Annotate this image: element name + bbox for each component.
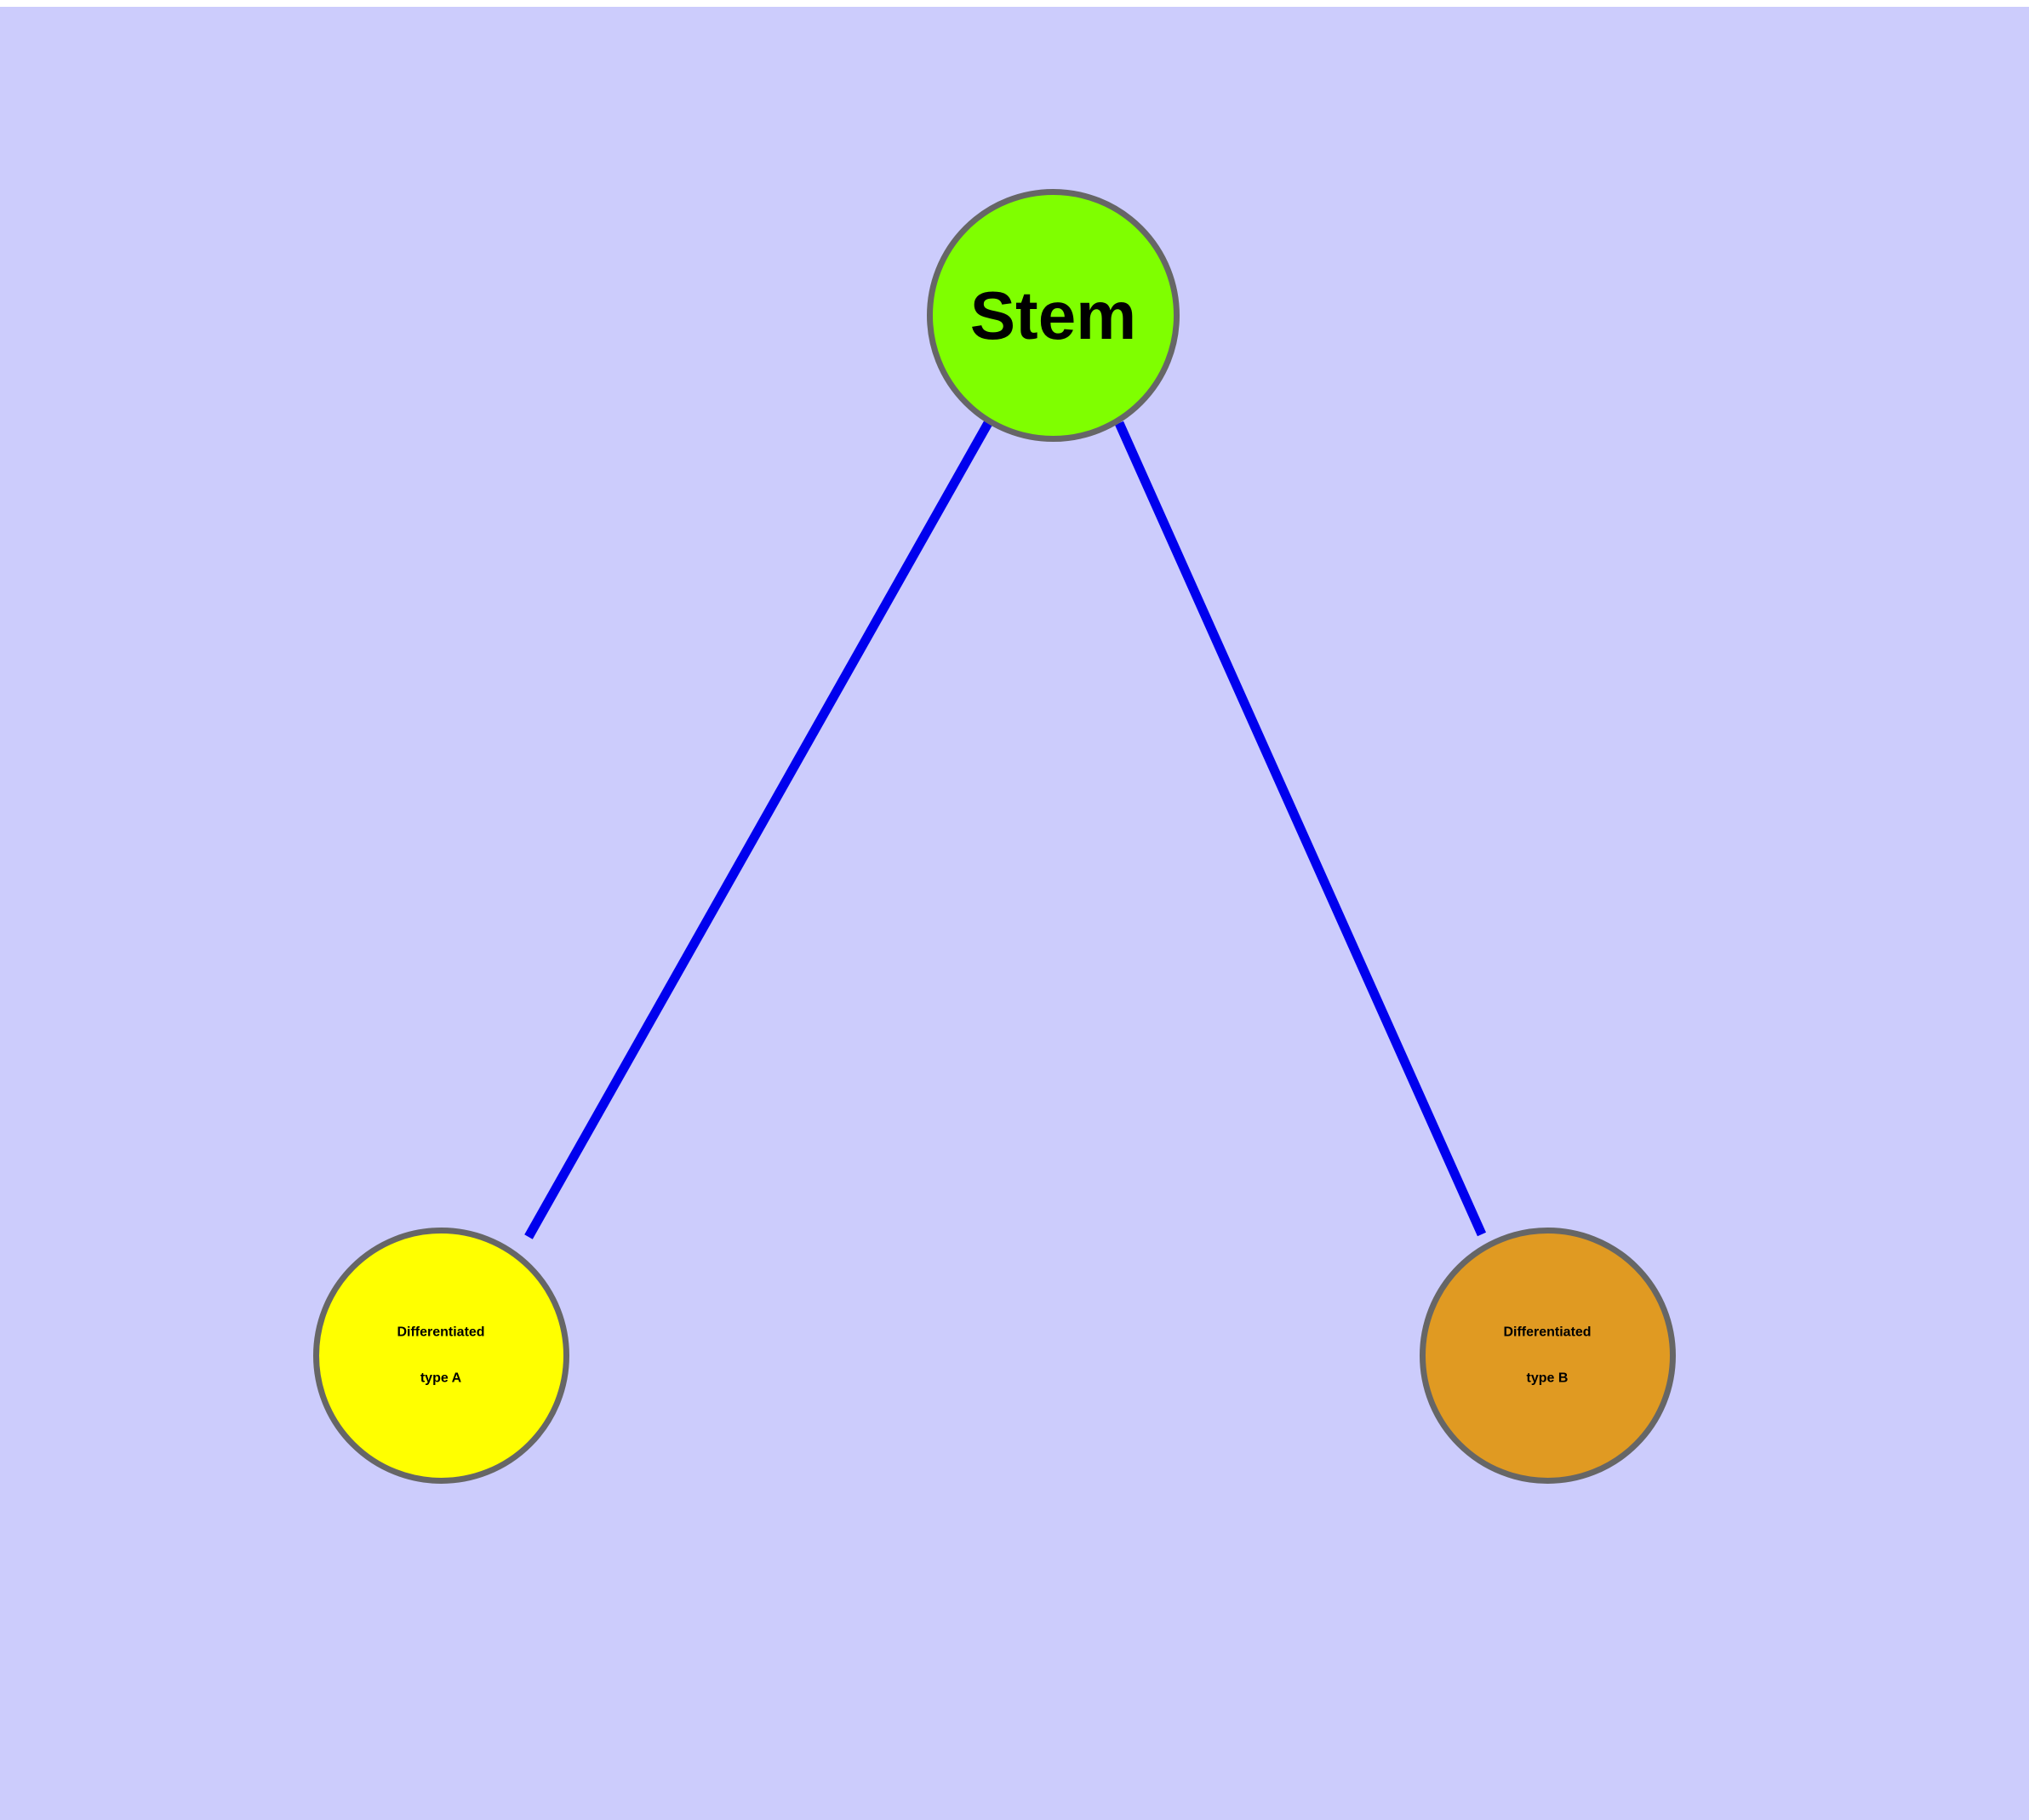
node-differentiated-type-a[interactable] <box>313 1228 569 1484</box>
node-differentiated-type-b[interactable] <box>1420 1228 1676 1484</box>
edge-stem-to-differentiated-type-b <box>1114 421 1487 1237</box>
node-stem-label: Stem <box>969 277 1137 353</box>
node-stem[interactable]: Stem <box>927 189 1180 442</box>
edge-stem-to-differentiated-type-a <box>524 421 992 1239</box>
